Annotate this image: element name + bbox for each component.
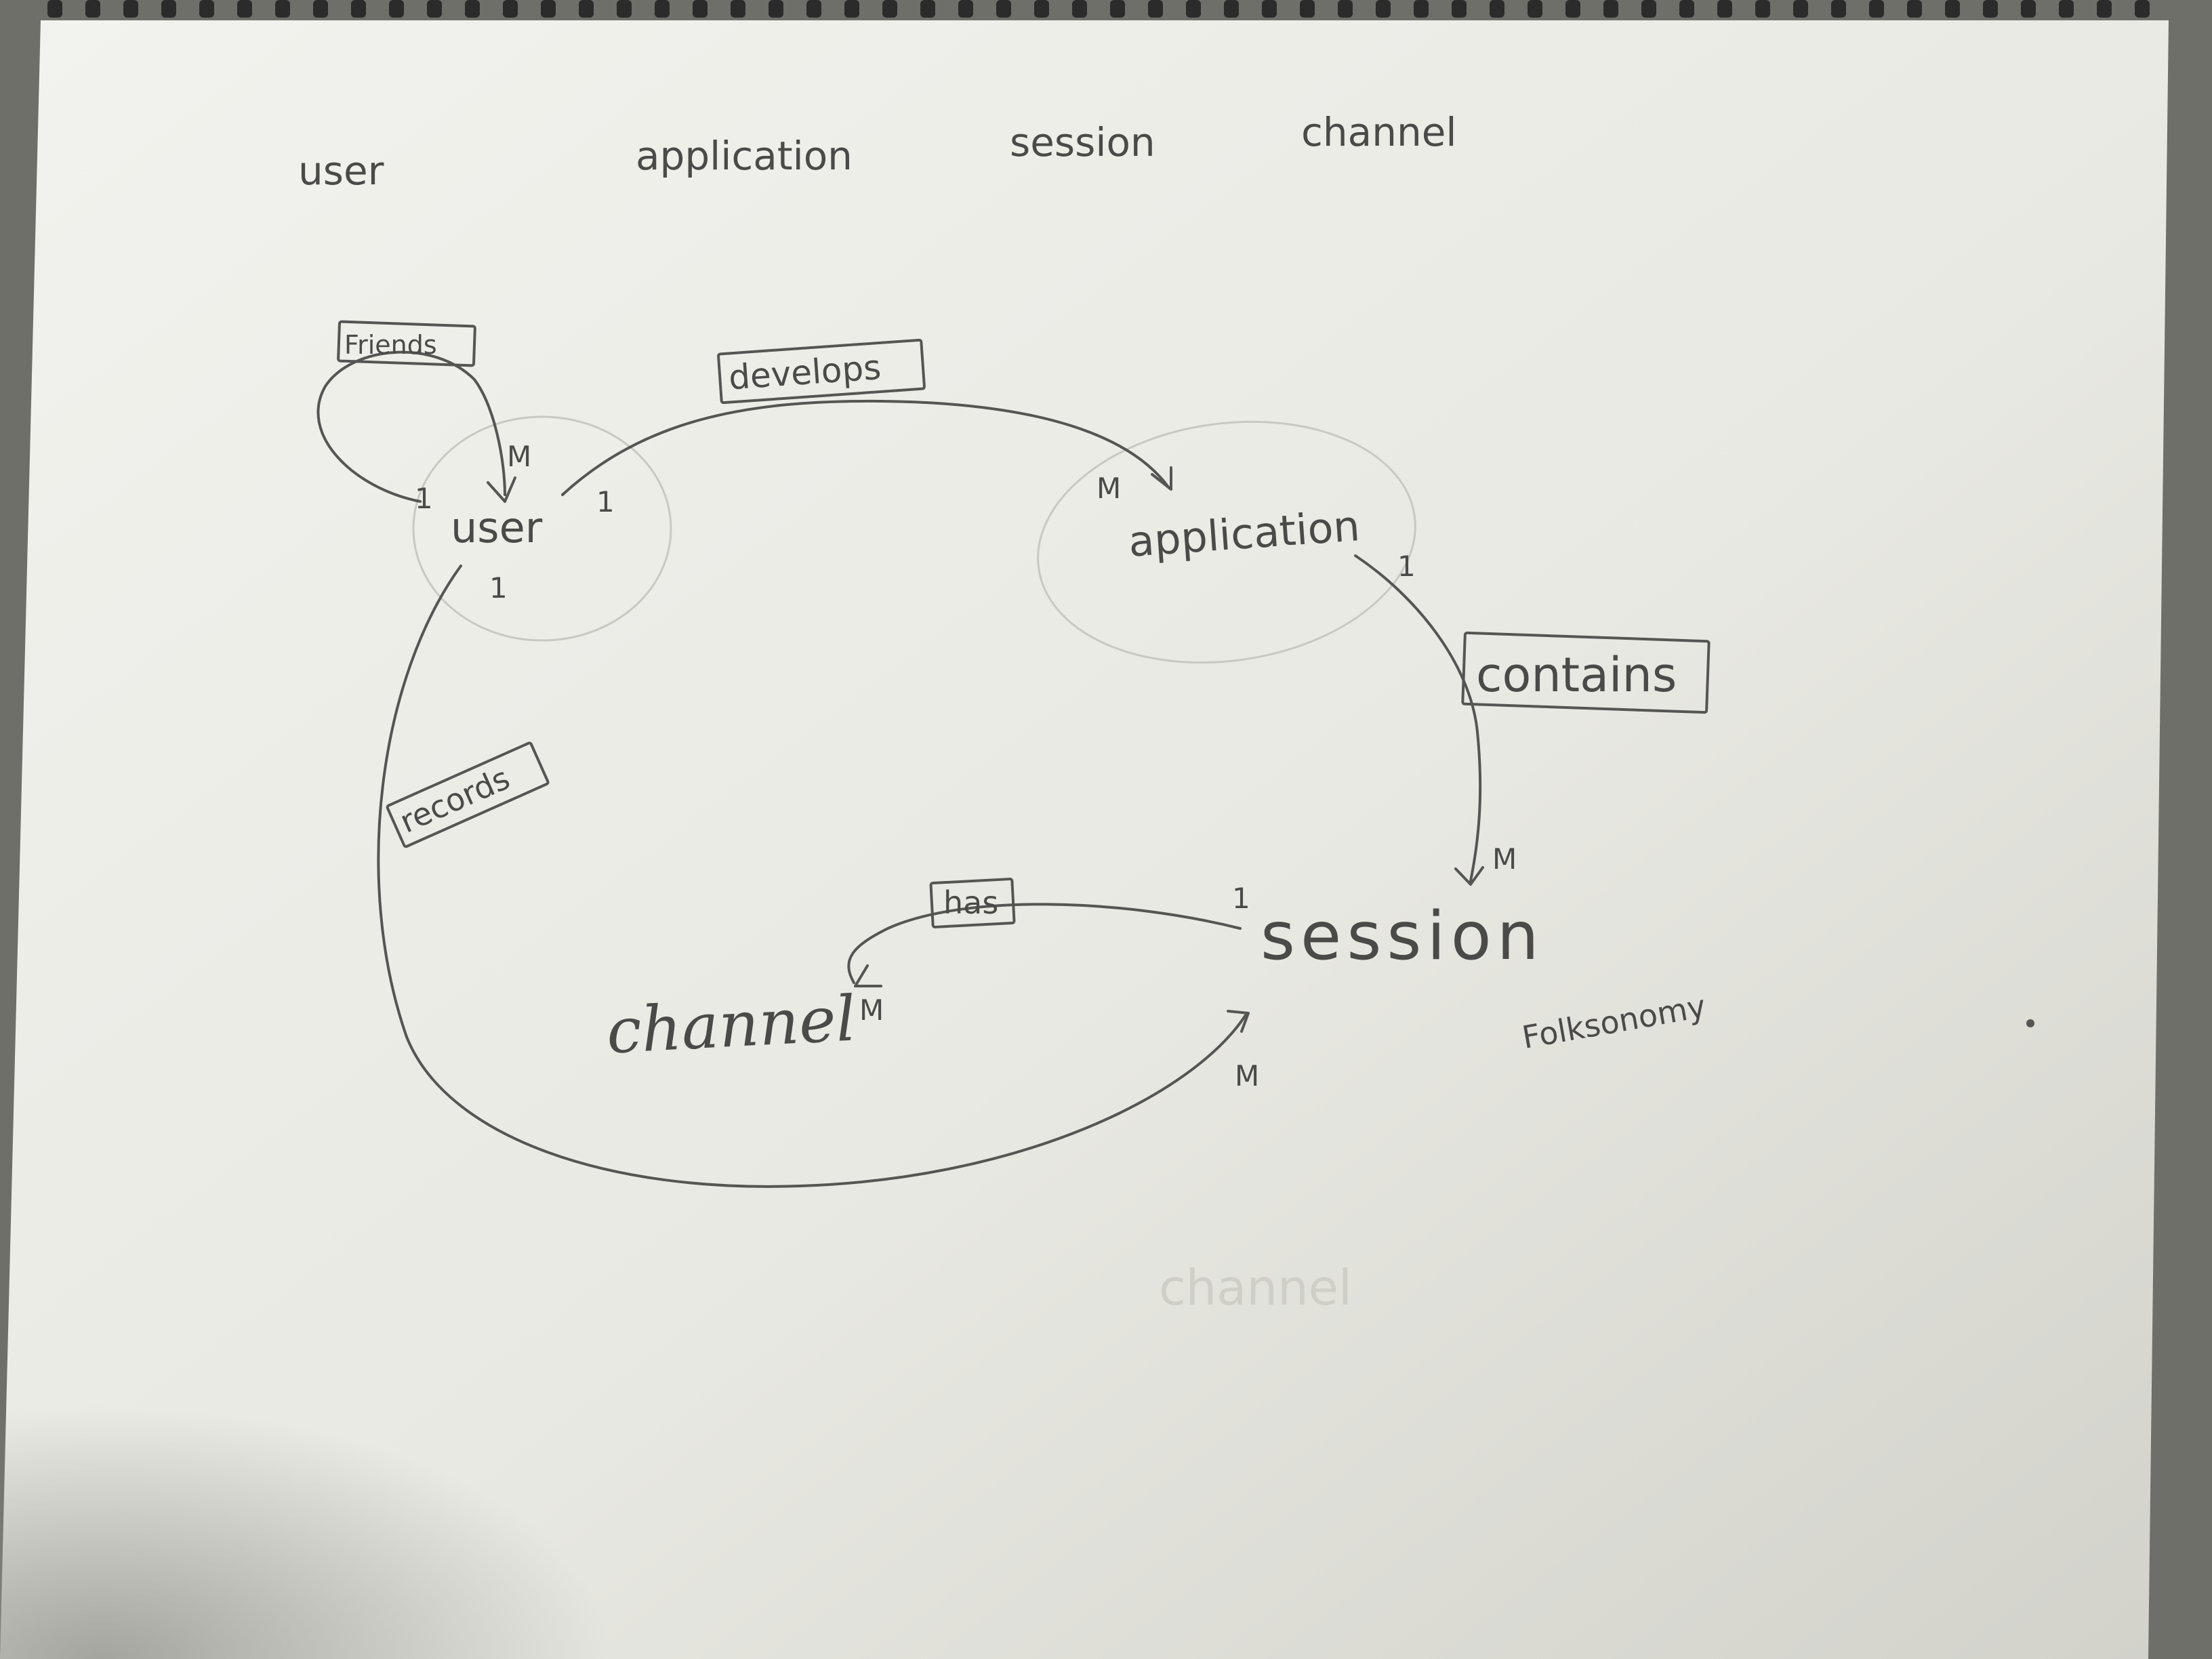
spiral-coil: [1983, 0, 1998, 18]
spiral-coil: [1717, 0, 1732, 18]
spiral-coil: [958, 0, 973, 18]
spiral-coil: [161, 0, 176, 18]
spiral-coil: [503, 0, 518, 18]
spiral-coil: [1376, 0, 1391, 18]
spiral-coil: [920, 0, 935, 18]
spiral-coil: [389, 0, 404, 18]
relationship-friends-label: Friends: [344, 330, 437, 360]
card-has-to: M: [859, 994, 884, 1027]
spiral-coil: [1793, 0, 1808, 18]
spiral-coil: [351, 0, 366, 18]
spiral-coil: [1945, 0, 1960, 18]
spiral-coil: [731, 0, 745, 18]
spiral-coil: [237, 0, 252, 18]
card-contains-from: 1: [1397, 550, 1416, 583]
faint-circle-user: [412, 415, 672, 642]
spiral-coil: [1869, 0, 1884, 18]
spiral-coil: [1224, 0, 1239, 18]
spiral-coil: [769, 0, 783, 18]
spiral-coil: [1452, 0, 1467, 18]
card-has-from: 1: [1232, 882, 1250, 915]
spiral-coil: [693, 0, 708, 18]
relationship-contains-label: contains: [1476, 647, 1677, 703]
spiral-coil: [275, 0, 290, 18]
spiral-coil: [2059, 0, 2074, 18]
spiral-coil: [655, 0, 670, 18]
spiral-coil: [465, 0, 480, 18]
spiral-coil: [47, 0, 62, 18]
card-contains-to: M: [1492, 842, 1517, 876]
arrowhead-has: [854, 964, 882, 987]
spiral-coil: [617, 0, 632, 18]
spiral-coil: [1072, 0, 1087, 18]
spiral-coil: [844, 0, 859, 18]
hand-shadow: [0, 1152, 1017, 1659]
arrowhead-friends: [487, 476, 516, 503]
spiral-coil: [1831, 0, 1846, 18]
relationship-has: has: [929, 878, 1016, 928]
spiral-coil: [579, 0, 594, 18]
pencil-dot: [2026, 1019, 2034, 1027]
spiral-coil: [1755, 0, 1770, 18]
spiral-coil: [1034, 0, 1049, 18]
card-records-to: M: [1235, 1059, 1259, 1092]
entity-session: session: [1261, 898, 1544, 975]
card-friends-to: M: [507, 440, 531, 473]
spiral-coil: [1262, 0, 1277, 18]
card-records-from: 1: [489, 571, 508, 605]
spiral-coil: [1186, 0, 1201, 18]
spiral-coil: [541, 0, 556, 18]
spiral-coil: [1907, 0, 1922, 18]
spiral-coil: [1490, 0, 1504, 18]
arrowhead-records: [1227, 1010, 1250, 1033]
spiral-coil: [996, 0, 1011, 18]
spiral-binding: [47, 0, 2150, 18]
spiral-coil: [199, 0, 214, 18]
arrowhead-contains: [1454, 866, 1484, 886]
spiral-coil: [313, 0, 328, 18]
edge-friends: [316, 350, 506, 503]
faint-circle-application: [1037, 420, 1416, 664]
edge-records: [377, 565, 1248, 1188]
spiral-coil: [1565, 0, 1580, 18]
spiral-coil: [2097, 0, 2112, 18]
spiral-coil: [1414, 0, 1429, 18]
spiral-coil: [1679, 0, 1694, 18]
spiral-coil: [882, 0, 897, 18]
relationship-friends: Friends: [337, 320, 476, 367]
spiral-coil: [85, 0, 100, 18]
spiral-coil: [1603, 0, 1618, 18]
spiral-coil: [1641, 0, 1656, 18]
entity-channel: channel: [605, 982, 857, 1067]
relationship-has-label: has: [943, 884, 998, 921]
spiral-coil: [1300, 0, 1315, 18]
spiral-coil: [1338, 0, 1353, 18]
spiral-coil: [2021, 0, 2036, 18]
arrowhead-develops: [1151, 466, 1172, 491]
spiral-coil: [427, 0, 442, 18]
header-label-application: application: [636, 133, 853, 179]
spiral-coil: [123, 0, 138, 18]
spiral-coil: [806, 0, 821, 18]
card-develops-to: M: [1097, 472, 1121, 505]
card-develops-from: 1: [596, 485, 615, 518]
ghost-text-channel: channel: [1159, 1259, 1352, 1316]
spiral-coil: [2135, 0, 2150, 18]
relationship-contains: contains: [1461, 631, 1711, 714]
spiral-coil: [1110, 0, 1125, 18]
header-label-channel: channel: [1301, 109, 1457, 155]
header-label-user: user: [298, 148, 384, 194]
entity-user: user: [451, 503, 543, 552]
edge-contains: [1354, 554, 1482, 882]
spiral-coil: [1528, 0, 1542, 18]
header-label-session: session: [1010, 119, 1155, 165]
edge-develops: [561, 399, 1170, 496]
card-friends-from: 1: [415, 482, 433, 515]
edge-has: [847, 903, 1242, 984]
spiral-coil: [1148, 0, 1163, 18]
